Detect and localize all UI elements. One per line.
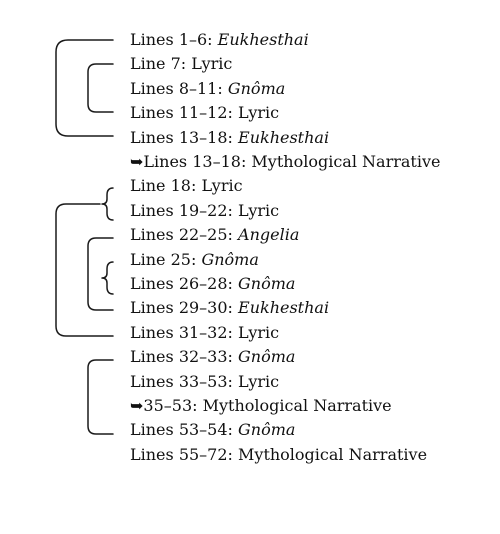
line-range-label: Lines 31–32 <box>130 322 228 342</box>
separator: : <box>227 371 239 391</box>
separator: : <box>192 396 203 415</box>
line-entry: Lines 26–28: Gnôma <box>130 273 295 295</box>
separator: : <box>240 152 252 171</box>
line-entry: Lines 53–54: Gnôma <box>130 419 295 441</box>
line-entry: Lines 22–25: Angelia <box>130 224 299 246</box>
separator: : <box>227 127 239 147</box>
line-entry: Line 25: Gnôma <box>130 249 259 271</box>
separator: : <box>227 103 239 123</box>
line-entry: Line 7: Lyric <box>130 53 232 75</box>
separator: : <box>227 444 239 464</box>
separator: : <box>207 30 218 49</box>
separator: : <box>227 347 239 367</box>
bracket-outer-1-18 <box>55 39 114 137</box>
line-category: Lyric <box>238 371 280 391</box>
separator: : <box>227 274 239 293</box>
line-range-label: Lines 29–30 <box>130 298 228 318</box>
line-range-label: Line 25 <box>130 249 191 269</box>
line-range-label: Lines 33–53 <box>130 371 228 391</box>
line-category: Lyric <box>238 103 280 123</box>
line-range-label: Lines 55–72 <box>130 444 228 464</box>
bracket-18-32 <box>55 203 114 337</box>
curved-arrow-icon: ➥ <box>130 152 144 171</box>
separator: : <box>227 322 239 342</box>
bracket-inner-7-12 <box>87 63 114 113</box>
line-category: Eukhesthai <box>238 127 330 147</box>
line-category: Lyric <box>238 322 280 342</box>
line-range-label: Lines 32–33 <box>130 347 228 367</box>
line-entry: Lines 31–32: Lyric <box>130 322 279 344</box>
separator: : <box>217 78 228 98</box>
line-range-label: Lines 53–54 <box>130 420 228 440</box>
line-range-label: Lines 19–22 <box>130 200 228 220</box>
curved-arrow-icon: ➥ <box>130 396 144 415</box>
separator: : <box>180 54 192 74</box>
line-entry: Lines 29–30: Eukhesthai <box>130 297 329 319</box>
separator: : <box>227 200 239 220</box>
line-range-label: 35–53 <box>143 396 193 415</box>
line-category: Gnôma <box>238 274 296 293</box>
line-range-label: Lines 13–18 <box>143 152 241 171</box>
line-range-label: Lines 26–28 <box>130 274 228 293</box>
brace-25-28 <box>101 261 114 295</box>
line-entry: Lines 8–11: Gnôma <box>130 78 285 100</box>
bracket-32-54 <box>87 359 114 435</box>
separator: : <box>227 420 239 440</box>
line-category: Gnôma <box>227 78 286 98</box>
line-entry-arrow: ➥Lines 13–18: Mythological Narrative <box>130 151 440 173</box>
line-range-label: Line 18 <box>130 176 191 196</box>
bracket-22-30 <box>87 237 114 311</box>
line-category: Angelia <box>238 225 300 245</box>
separator: : <box>190 249 202 269</box>
line-range-label: Lines 22–25 <box>130 225 228 245</box>
line-entry: Lines 33–53: Lyric <box>130 371 279 393</box>
separator: : <box>227 225 239 245</box>
line-category: Gnôma <box>238 347 296 367</box>
line-category: Eukhesthai <box>217 30 309 49</box>
line-category: Eukhesthai <box>238 298 330 318</box>
line-category: Lyric <box>191 54 233 74</box>
line-category: Mythological Narrative <box>202 396 392 415</box>
separator: : <box>227 298 239 318</box>
line-entry: Lines 19–22: Lyric <box>130 200 279 222</box>
line-category: Gnôma <box>201 249 259 269</box>
line-category: Lyric <box>238 200 280 220</box>
line-entry-arrow: ➥35–53: Mythological Narrative <box>130 395 392 417</box>
line-entry: Lines 13–18: Eukhesthai <box>130 127 329 149</box>
line-category: Gnôma <box>238 420 296 440</box>
line-category: Mythological Narrative <box>238 444 428 464</box>
line-range-label: Line 7 <box>130 54 181 74</box>
line-entry: Line 18: Lyric <box>130 175 243 197</box>
line-range-label: Lines 8–11 <box>130 78 218 98</box>
separator: : <box>190 176 202 196</box>
line-entry: Lines 32–33: Gnôma <box>130 346 295 368</box>
line-range-label: Lines 11–12 <box>130 103 228 123</box>
line-entry: Lines 55–72: Mythological Narrative <box>130 444 427 466</box>
line-range-label: Lines 13–18 <box>130 127 228 147</box>
line-category: Lyric <box>201 176 243 196</box>
brace-18-22 <box>101 187 114 221</box>
line-entry: Lines 11–12: Lyric <box>130 102 279 124</box>
line-entry: Lines 1–6: Eukhesthai <box>130 29 309 51</box>
line-range-label: Lines 1–6 <box>130 30 208 49</box>
line-category: Mythological Narrative <box>251 152 441 171</box>
